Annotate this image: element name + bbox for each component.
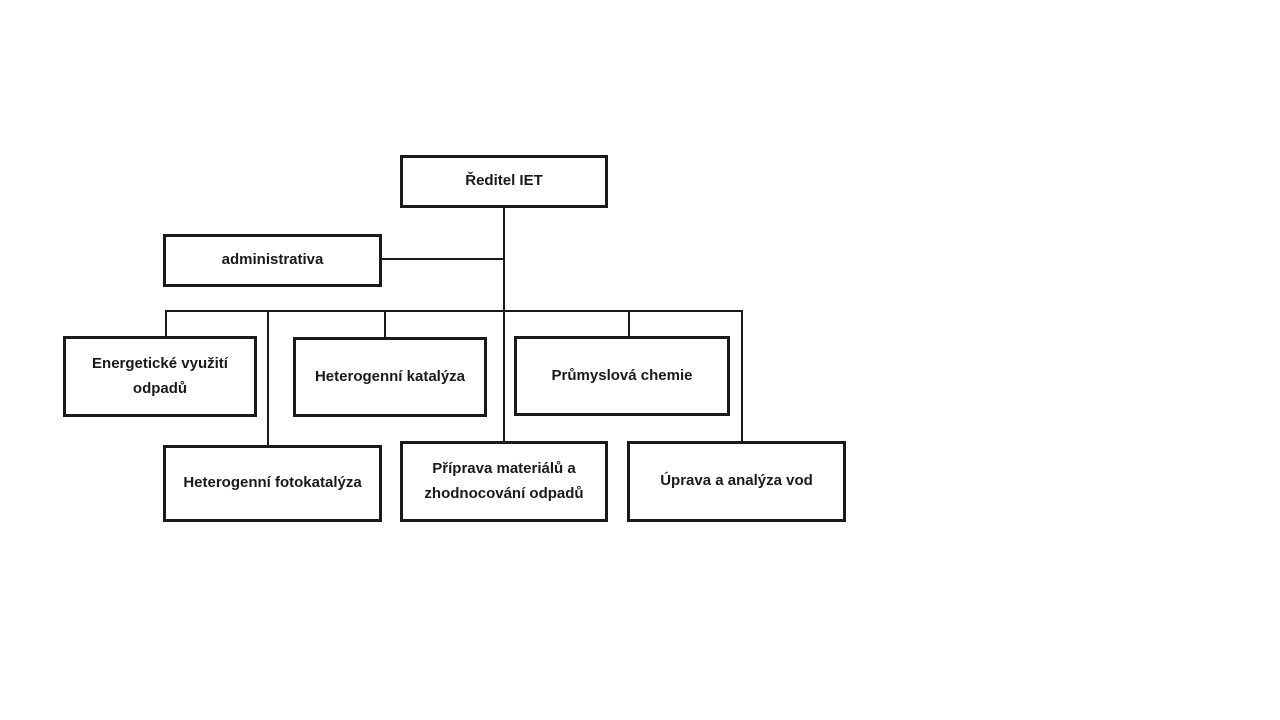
connector-drop-katalyza: [384, 310, 386, 338]
node-reditel-iet-label: Ředitel IET: [465, 172, 543, 190]
connector-drop-uprava: [741, 310, 743, 442]
node-reditel-iet: Ředitel IET: [400, 155, 608, 208]
connector-administrativa-horizontal: [381, 258, 504, 260]
connector-drop-fotokatalyza: [267, 310, 269, 446]
node-heterogenni-fotokatalyza-label: Heterogenní fotokatalýza: [183, 474, 362, 492]
node-heterogenni-fotokatalyza: Heterogenní fotokatalýza: [163, 445, 382, 522]
connector-distribution-horizontal: [165, 310, 743, 312]
node-heterogenni-katalyza: Heterogenní katalýza: [293, 337, 487, 417]
node-prumyslova-chemie-label: Průmyslová chemie: [551, 366, 693, 384]
node-priprava-materialu: Příprava materiálů a zhodnocování odpadů: [400, 441, 608, 522]
node-priprava-materialu-label: Příprava materiálů a zhodnocování odpadů: [424, 459, 584, 502]
connector-main-vertical: [503, 206, 505, 442]
node-prumyslova-chemie: Průmyslová chemie: [514, 336, 730, 416]
node-uprava-a-analyza-vod-label: Úprava a analýza vod: [660, 472, 813, 490]
connector-drop-prumyslova: [628, 310, 630, 337]
node-administrativa: administrativa: [163, 234, 382, 287]
node-administrativa-label: administrativa: [221, 251, 324, 269]
node-heterogenni-katalyza-label: Heterogenní katalýza: [314, 367, 466, 385]
node-uprava-a-analyza-vod: Úprava a analýza vod: [627, 441, 846, 522]
node-energeticke-vyuziti-odpadu-label: Energetické využití odpadů: [92, 354, 228, 397]
connector-drop-energeticke: [165, 310, 167, 337]
node-energeticke-vyuziti-odpadu: Energetické využití odpadů: [63, 336, 257, 417]
